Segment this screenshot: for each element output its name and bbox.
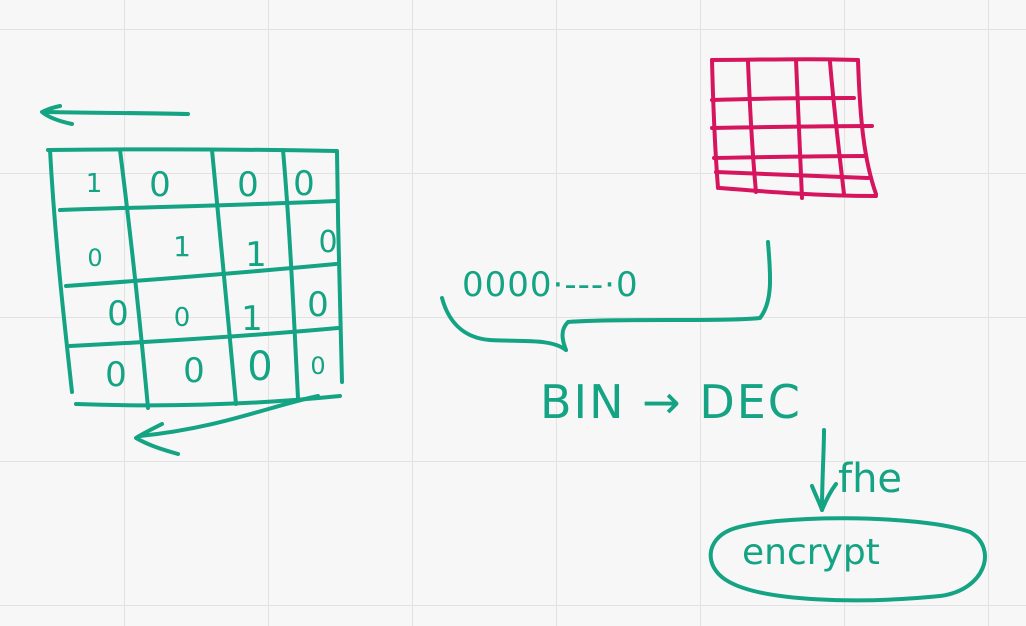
- grid-line-row3: [68, 326, 340, 348]
- encrypt-label: encrypt: [742, 532, 880, 573]
- matrix-cell: 0: [310, 352, 325, 380]
- grid-line-col4: [335, 150, 344, 384]
- down-arrow-head: [810, 482, 838, 512]
- matrix-cell: 0: [149, 165, 171, 205]
- pink-grid: [710, 57, 878, 200]
- matrix-cell: 0: [87, 244, 102, 272]
- matrix-cell: 1: [173, 230, 191, 263]
- grid-line-top: [46, 147, 339, 153]
- curly-brace-left: [440, 296, 568, 352]
- matrix-cell: 0: [183, 351, 205, 391]
- matrix-cell: 0: [318, 225, 337, 260]
- matrix-cell: 0: [105, 355, 127, 395]
- bottom-arrow: [134, 394, 320, 456]
- fhe-label: fhe: [838, 456, 902, 502]
- binary-matrix-grid: [46, 147, 344, 410]
- bit-string-label: 0000·---·0: [462, 265, 639, 305]
- grid-line-col2: [210, 148, 238, 406]
- grid-line-row1: [58, 199, 338, 212]
- matrix-cell: 0: [307, 285, 329, 325]
- matrix-cell: 0: [174, 303, 191, 333]
- matrix-cell: 0: [247, 344, 272, 390]
- encrypt-node: encrypt: [708, 516, 987, 603]
- grid-line-col3: [281, 148, 300, 400]
- grid-line-row2: [64, 262, 338, 288]
- grid-line-col1: [118, 148, 150, 410]
- conversion-group: BIN → DEC fhe: [540, 375, 902, 512]
- matrix-cell: 1: [241, 299, 263, 339]
- matrix-cell: 0: [293, 164, 315, 204]
- encrypt-pill-outline: [708, 516, 987, 603]
- grid-line-col0: [48, 148, 74, 394]
- bit-string-group: 0000·---·0: [440, 240, 773, 352]
- top-left-arrow: [40, 104, 190, 126]
- curly-brace-right: [560, 240, 773, 352]
- matrix-cell: 0: [237, 165, 259, 205]
- down-arrow-shaft: [820, 428, 826, 512]
- matrix-cells: 1 0 0 0 0 1 1 0 0 0 1 0 0 0 0 0: [86, 164, 338, 395]
- matrix-cell: 0: [107, 294, 129, 334]
- matrix-cell: 1: [245, 235, 267, 275]
- matrix-cell: 1: [86, 169, 103, 199]
- conversion-label: BIN → DEC: [540, 375, 802, 429]
